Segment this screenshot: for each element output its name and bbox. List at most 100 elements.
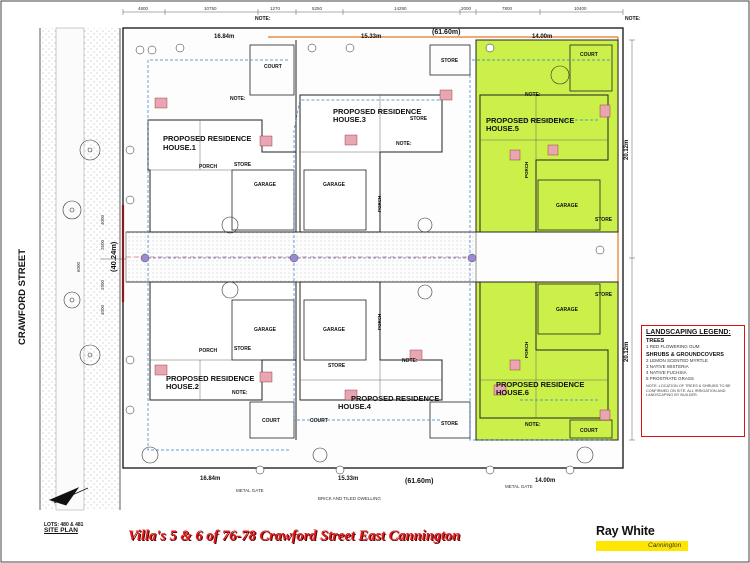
brick-dwelling-label: BRICK AND TILED DWELLING <box>318 496 381 501</box>
note-5-label: NOTE: <box>525 92 541 98</box>
legend-tree-1: 1 RED FLOWERING GUM <box>646 344 700 349</box>
dim-top-4: 5250 <box>312 6 323 11</box>
note-3-label: NOTE: <box>396 141 412 147</box>
house-1-outline <box>147 119 297 233</box>
caption-title: Villa's 5 & 6 of 76-78 Crawford Street E… <box>128 528 461 544</box>
garage-6-label: GARAGE <box>556 307 579 313</box>
house-4-outline <box>299 281 443 401</box>
garage-4-label: GARAGE <box>323 327 346 333</box>
legend-shrub-1: 2 LEMON SCENTED MYRTLE <box>646 358 708 363</box>
dim-top-6: 2000 <box>461 6 472 11</box>
note-1-label: NOTE: <box>230 96 246 102</box>
dim-left-5: 4000 <box>100 304 105 315</box>
boundary-bottom-left: 16.84m <box>200 476 220 482</box>
street-name: CRAWFORD STREET <box>17 249 28 345</box>
store-center-top-label: STORE <box>410 116 428 122</box>
garage-2-label: GARAGE <box>254 327 277 333</box>
court-5-label: COURT <box>580 52 598 58</box>
note-6-label: NOTE: <box>525 422 541 428</box>
garage-5-label: GARAGE <box>556 203 579 209</box>
store-5-label: STORE <box>595 217 613 223</box>
house-3-label: PROPOSED RESIDENCE HOUSE.3 <box>333 107 421 124</box>
house-6-label: PROPOSED RESIDENCE HOUSE.6 <box>496 380 584 397</box>
store-4-label: STORE <box>441 421 459 427</box>
dim-top-2: 10750 <box>204 6 217 11</box>
legend-trees-heading: TREES <box>646 338 665 344</box>
brand-office: Cannington <box>648 542 682 549</box>
brand-bar <box>596 541 688 551</box>
porch-4-label: PORCH <box>377 314 382 330</box>
street-frontage: (40.24m) <box>109 241 118 272</box>
north-arrow-icon <box>48 487 89 506</box>
porch-3-label: PORCH <box>377 196 382 212</box>
dim-top-7: 7800 <box>502 6 513 11</box>
boundary-top-mid: 15.33m <box>361 34 381 40</box>
court-2-label: COURT <box>262 418 280 424</box>
garage-3-label: GARAGE <box>323 182 346 188</box>
house-1-name: HOUSE.1 <box>163 143 196 152</box>
porch-2-label: PORCH <box>199 348 217 354</box>
house-4-name: HOUSE.4 <box>338 402 372 411</box>
boundary-bottom-total: (61.60m) <box>405 478 433 485</box>
house-5-name: HOUSE.5 <box>486 124 519 133</box>
boundary-bottom-right: 14.00m <box>535 478 555 484</box>
porch-6-label: PORCH <box>524 342 529 358</box>
boundary-top-right: 14.00m <box>532 34 552 40</box>
court-3-label: COURT <box>310 418 328 424</box>
garage-1-label: GARAGE <box>254 182 277 188</box>
dim-top-8: 10400 <box>574 6 587 11</box>
footpath <box>55 27 85 511</box>
legend-notes: NOTE: LOCATION OF TREES & SHRUBS TO BE C… <box>646 384 731 398</box>
boundary-top-total: (61.60m) <box>432 29 460 36</box>
court-1-label: COURT <box>264 64 282 70</box>
dim-left-4: 2900 <box>100 279 105 290</box>
site-plan-label: SITE PLAN <box>44 527 78 534</box>
metal-gate-right-label: METAL GATE <box>505 484 533 489</box>
dim-top-3: 1270 <box>270 6 281 11</box>
dim-top-5: 14290 <box>394 6 407 11</box>
brand-logo: Ray White Cannington <box>596 524 688 554</box>
note-4-label: NOTE: <box>402 358 418 364</box>
legend-shrub-2: 3 NATIVE WISTERIA <box>646 364 689 369</box>
porch-5-label: PORCH <box>524 162 529 178</box>
legend-shrub-4: 5 PROSTRATE GRASS <box>646 376 694 381</box>
dim-left-3: 6000 <box>76 261 81 272</box>
house-3-name: HOUSE.3 <box>333 115 366 124</box>
house-5-label: PROPOSED RESIDENCE HOUSE.5 <box>486 116 574 133</box>
store-3-label: STORE <box>441 58 459 64</box>
house-3-title: PROPOSED RESIDENCE <box>333 107 421 116</box>
store-center-bottom-label: STORE <box>328 363 346 369</box>
house-2-label: PROPOSED RESIDENCE HOUSE.2 <box>166 374 254 391</box>
boundary-top-left: 16.84m <box>214 34 234 40</box>
dim-top-1: 4800 <box>138 6 149 11</box>
landscaping-legend: LANDSCAPING LEGEND: TREES 1 RED FLOWERIN… <box>641 325 745 437</box>
legend-shrubs-heading: SHRUBS & GROUNDCOVERS <box>646 352 724 358</box>
house-6-title: PROPOSED RESIDENCE <box>496 380 584 389</box>
house-4-label: PROPOSED RESIDENCE HOUSE.4 <box>338 394 439 411</box>
house-2-name: HOUSE.2 <box>166 382 199 391</box>
store-6-label: STORE <box>595 292 613 298</box>
boundary-right-upper: 20.12m <box>624 140 630 160</box>
note-topright-label: NOTE: <box>625 16 641 22</box>
court-6-label: COURT <box>580 428 598 434</box>
house-2-title: PROPOSED RESIDENCE <box>166 374 254 383</box>
house-6-name: HOUSE.6 <box>496 388 529 397</box>
house-4-title: PROPOSED RESIDENCE <box>351 394 439 403</box>
house-6-outline <box>479 281 609 419</box>
lots-label: LOTS: 480 & 481 <box>44 522 84 528</box>
house-5-title: PROPOSED RESIDENCE <box>486 116 574 125</box>
boundary-bottom-mid: 15.33m <box>338 476 358 482</box>
legend-shrub-3: 4 NATIVE FUCHSIA <box>646 370 687 375</box>
metal-gate-label: METAL GATE <box>236 488 264 493</box>
boundary-right-lower: 20.12m <box>624 342 630 362</box>
porch-1-label: PORCH <box>199 164 217 170</box>
note-2-label: NOTE: <box>232 390 248 396</box>
legend-title: LANDSCAPING LEGEND: <box>646 329 731 336</box>
store-2-label: STORE <box>234 346 252 352</box>
lots-block: LOTS: 480 & 481 SITE PLAN <box>44 522 89 534</box>
house-1-label: PROPOSED RESIDENCE HOUSE.1 <box>163 134 251 152</box>
brand-name: Ray White <box>596 524 655 538</box>
house-1-title: PROPOSED RESIDENCE <box>163 134 251 143</box>
note-top-label: NOTE: <box>255 16 271 22</box>
